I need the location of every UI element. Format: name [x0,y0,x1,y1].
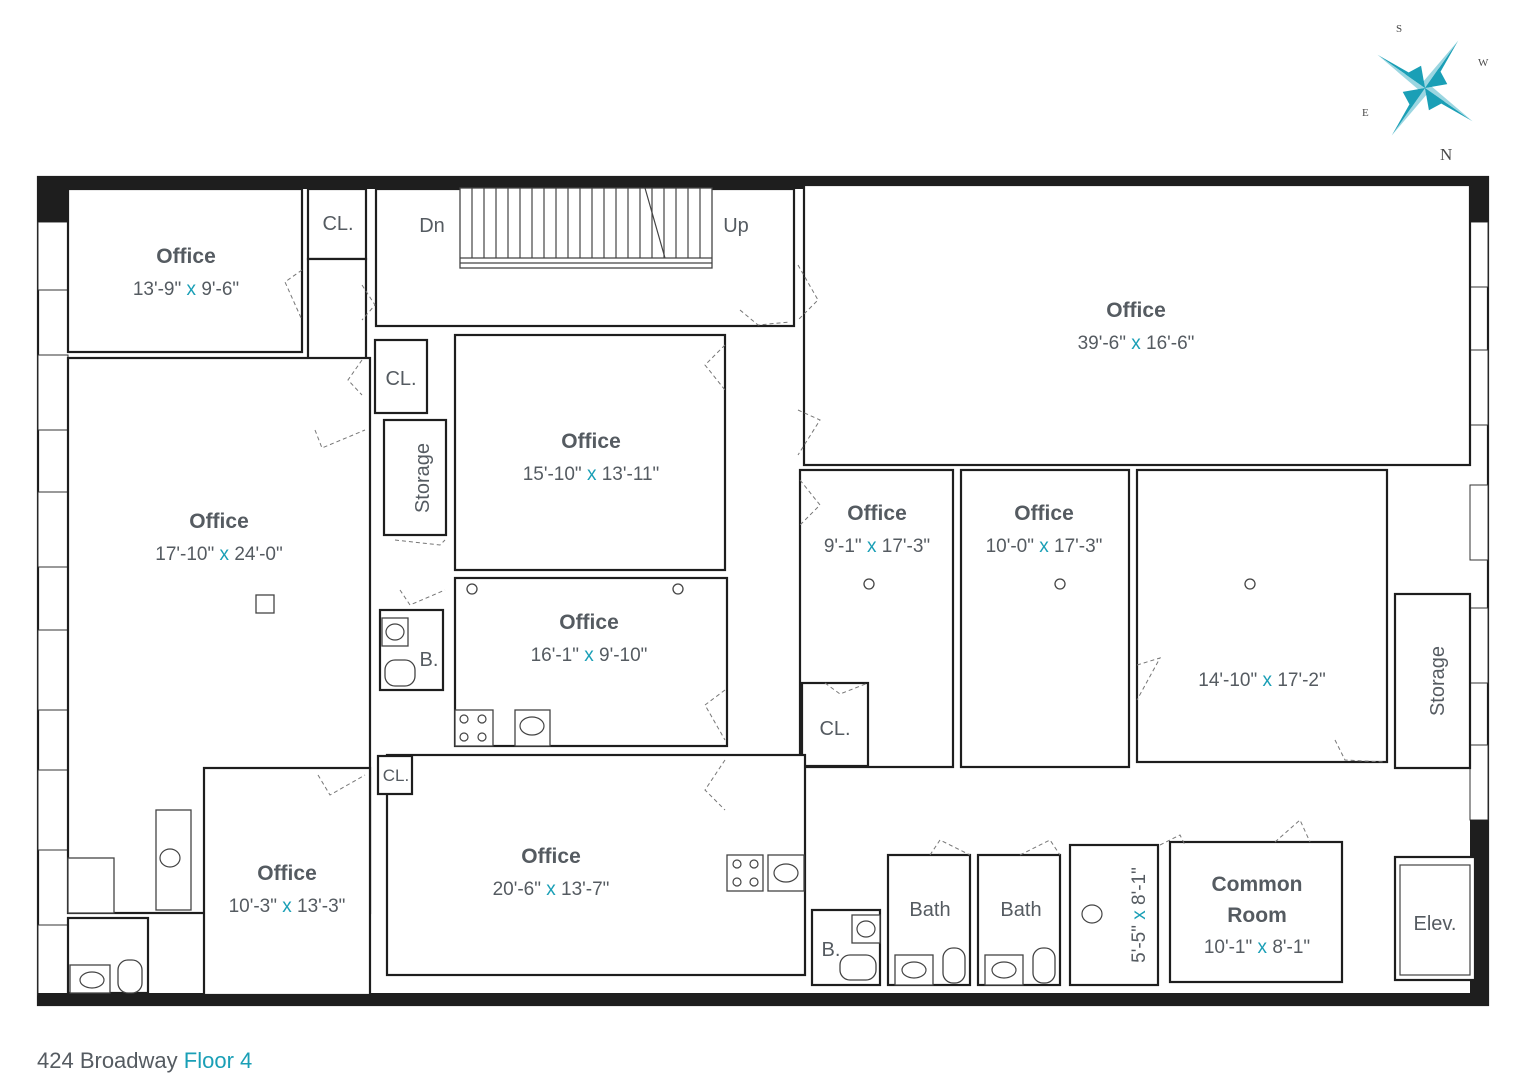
floor-caption: 424 Broadway Floor 4 [37,1048,252,1074]
room-dimensions: 10'-1" x 8'-1" [1204,937,1310,958]
room-name: Office [156,245,216,268]
closet-label: CL. [383,766,409,785]
storage-label: Storage [412,443,434,513]
storage-label: Storage [1427,646,1449,716]
room-name: Office [521,845,581,868]
room-name: Office [189,510,249,533]
room-name-line1: Common [1212,873,1303,896]
room-dimensions: 13'-9" x 9'-6" [133,279,239,300]
fixtures [69,617,1103,994]
floor-text: Floor 4 [183,1048,253,1073]
elevator-label: Elev. [1414,913,1457,935]
room-name: Office [1106,299,1166,322]
compass-rose-icon [1377,40,1473,136]
bath-short-label: B. [822,939,841,961]
room-name: Office [847,502,907,525]
bath-label: Bath [909,899,950,921]
room-dimensions: 39'-6" x 16'-6" [1078,333,1195,354]
room-dimensions: 17'-10" x 24'-0" [155,544,282,565]
room-name: Office [1014,502,1074,525]
address-text: 424 Broadway [37,1048,178,1073]
outer-walls [38,177,1488,1005]
room-dimensions: 9'-1" x 17'-3" [824,536,930,557]
stairs [459,187,713,269]
compass-e-label: E [1362,107,1369,119]
compass-w-label: W [1478,57,1489,69]
room-dimensions: 5'-5" x 8'-1" [1129,867,1150,963]
compass-s-label: S [1396,23,1402,35]
utility-labels: CL. CL. CL. CL. Storage Storage Bath Bat… [322,213,1456,961]
door-swings [284,264,1386,856]
room-dimensions: 10'-0" x 17'-3" [986,536,1103,557]
closet-label: CL. [385,368,416,390]
room-name: Office [257,862,317,885]
compass-n-label: N [1440,145,1452,164]
closet-label: CL. [322,213,353,235]
room-dimensions: 15'-10" x 13'-11" [523,464,660,485]
room-dimensions: 16'-1" x 9'-10" [531,645,648,666]
room-labels: Office 13'-9" x 9'-6" Office 17'-10" x 2… [133,245,1326,963]
bath-label: Bath [1000,899,1041,921]
stairs-up-label: Up [723,215,749,237]
room-name: Office [559,611,619,634]
room-dimensions: 14'-10" x 17'-2" [1198,670,1325,691]
columns [255,578,1256,614]
interior-walls [66,183,1477,997]
room-name: Office [561,430,621,453]
closet-label: CL. [819,718,850,740]
room-name-line2: Room [1227,904,1287,927]
room-dimensions: 20'-6" x 13'-7" [493,879,610,900]
windows-right [1469,221,1489,821]
room-dimensions: 10'-3" x 13'-3" [229,896,346,917]
bath-short-label: B. [420,649,439,671]
stairs-down-label: Dn [419,215,445,237]
windows-left [37,221,69,996]
